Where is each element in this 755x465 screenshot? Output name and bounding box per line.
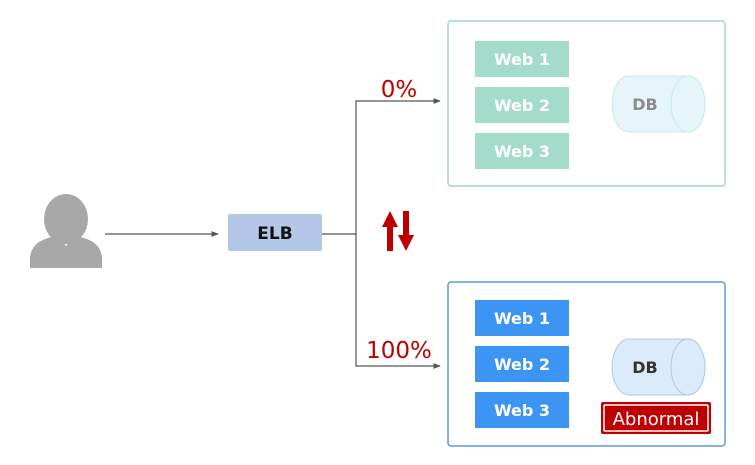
abnormal-status-text: Abnormal (613, 409, 700, 430)
user-icon (30, 194, 102, 268)
top-web-servers: Web 1 Web 2 Web 3 (475, 41, 569, 169)
route-to-bottom-env (355, 234, 441, 369)
top-db-label: DB (632, 95, 657, 114)
top-web-server-3-label: Web 3 (494, 142, 550, 161)
elb-label: ELB (257, 224, 292, 244)
top-web-server-1-label: Web 1 (494, 50, 550, 69)
bottom-web-servers: Web 1 Web 2 Web 3 (475, 300, 569, 428)
bottom-web-server-3-label: Web 3 (494, 401, 550, 420)
top-web-server-2[interactable]: Web 2 (475, 87, 569, 123)
top-web-server-1[interactable]: Web 1 (475, 41, 569, 77)
top-environment: Web 1 Web 2 Web 3 DB (447, 20, 726, 187)
bottom-web-server-2[interactable]: Web 2 (475, 346, 569, 382)
top-traffic-percent: 0% (381, 77, 418, 103)
bottom-environment: Web 1 Web 2 Web 3 DB Abnormal (447, 281, 726, 447)
top-web-server-2-label: Web 2 (494, 96, 550, 115)
bottom-web-server-3[interactable]: Web 3 (475, 392, 569, 428)
bottom-traffic-percent: 100% (366, 338, 432, 364)
abnormal-status-badge: Abnormal (601, 402, 711, 434)
bottom-web-server-2-label: Web 2 (494, 355, 550, 374)
bottom-database[interactable]: DB (611, 338, 706, 396)
elb-node[interactable]: ELB (228, 214, 322, 251)
bottom-db-label: DB (632, 358, 657, 377)
route-to-top-env (355, 98, 441, 234)
top-database[interactable]: DB (611, 75, 706, 133)
bottom-web-server-1-label: Web 1 (494, 309, 550, 328)
swap-arrows-icon (382, 211, 414, 251)
top-web-server-3[interactable]: Web 3 (475, 133, 569, 169)
bottom-web-server-1[interactable]: Web 1 (475, 300, 569, 336)
